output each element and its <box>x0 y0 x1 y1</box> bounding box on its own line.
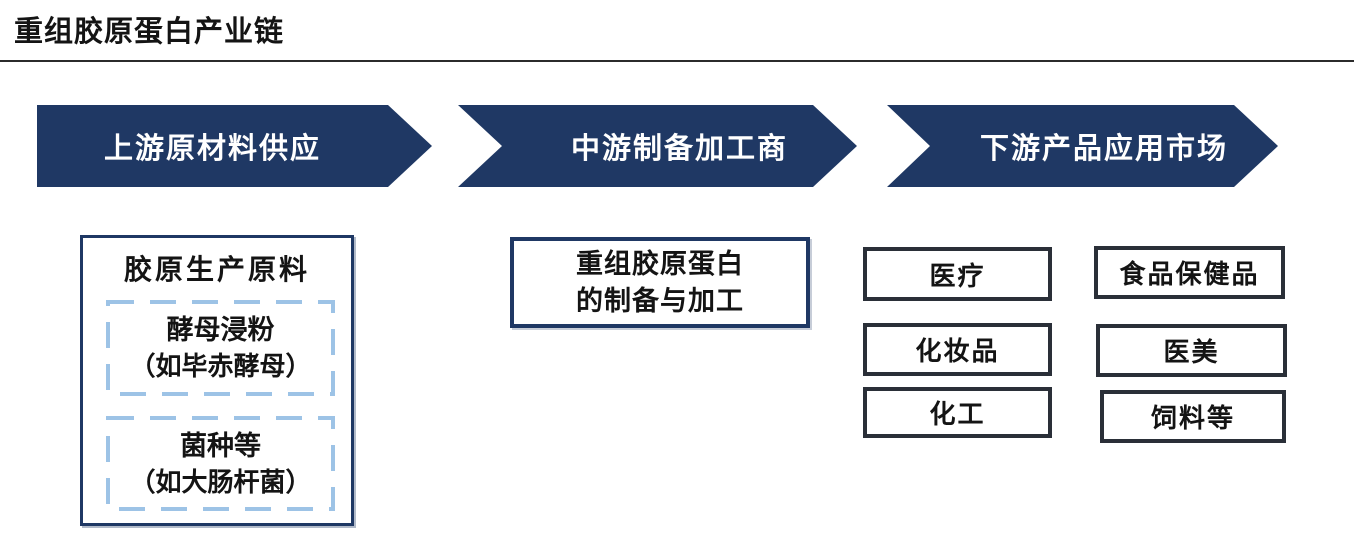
market-box-medical-aesthetics: 医美 <box>1096 324 1287 377</box>
upstream-item-name: 菌种等 <box>180 430 261 461</box>
midstream-processing-box: 重组胶原蛋白 的制备与加工 <box>510 237 810 328</box>
midstream-label-line1: 重组胶原蛋白 <box>576 248 744 279</box>
title-divider <box>0 60 1354 62</box>
market-box-cosmetics: 化妆品 <box>863 323 1052 376</box>
right-arrow-icon <box>37 105 432 187</box>
market-box-feed: 饲料等 <box>1100 390 1286 443</box>
midstream-label-line2: 的制备与加工 <box>576 285 744 316</box>
upstream-item-strain: 菌种等 （如大肠杆菌） <box>106 416 335 511</box>
stage-banner-upstream: 上游原材料供应 <box>37 105 432 187</box>
dashed-border <box>106 416 335 511</box>
stage-label-upstream: 上游原材料供应 <box>103 133 321 165</box>
upstream-item-name: 酵母浸粉 <box>166 315 275 345</box>
right-arrow-icon <box>458 105 857 187</box>
upstream-item-text: 菌种等 （如大肠杆菌） <box>106 416 335 511</box>
stage-label-midstream: 中游制备加工商 <box>570 133 788 165</box>
market-box-food-health: 食品保健品 <box>1094 246 1285 299</box>
market-box-chemical: 化工 <box>863 387 1052 438</box>
upstream-item-note: （如毕赤酵母） <box>129 351 312 381</box>
market-box-medical: 医疗 <box>863 247 1052 301</box>
stage-banner-downstream: 下游产品应用市场 <box>887 105 1278 187</box>
upstream-materials-header: 胶原生产原料 <box>123 254 310 285</box>
right-arrow-icon <box>887 105 1278 187</box>
upstream-item-text: 酵母浸粉 （如毕赤酵母） <box>106 300 335 396</box>
dashed-border <box>106 300 335 396</box>
upstream-item-yeast: 酵母浸粉 （如毕赤酵母） <box>106 300 335 396</box>
stage-banner-midstream: 中游制备加工商 <box>458 105 857 187</box>
upstream-item-note: （如大肠杆菌） <box>129 466 312 497</box>
stage-label-downstream: 下游产品应用市场 <box>979 133 1228 165</box>
upstream-materials-box: 胶原生产原料 酵母浸粉 （如毕赤酵母） 菌种等 （如大肠杆菌） <box>80 235 354 526</box>
page-title: 重组胶原蛋白产业链 <box>14 16 285 48</box>
